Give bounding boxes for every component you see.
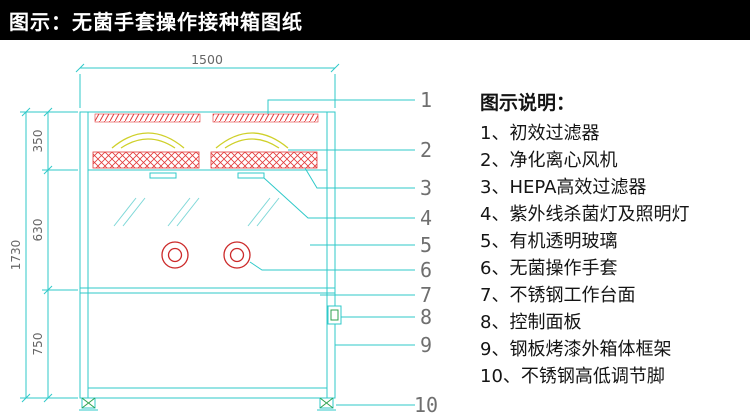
legend-item-7: 7、不锈钢工作台面 — [480, 285, 636, 306]
callout-1: 1 — [420, 88, 432, 112]
callout-10: 10 — [414, 393, 438, 417]
page-title: 图示：无菌手套操作接种箱图纸 — [9, 9, 303, 34]
adjustable-feet — [79, 397, 336, 411]
legend-item-10: 10、不锈钢高低调节脚 — [480, 366, 665, 387]
legend-item-5: 5、有机透明玻璃 — [480, 231, 618, 252]
legend: 图示说明： 1、初效过滤器 2、净化离心风机 3、HEPA高效过滤器 4、紫外线… — [480, 90, 689, 390]
legend-item-2: 2、净化离心风机 — [480, 150, 618, 171]
centrifugal-fan-icon — [111, 132, 289, 149]
callout-7: 7 — [420, 283, 432, 307]
glass-marks — [113, 197, 280, 227]
legend-item-4: 4、紫外线杀菌灯及照明灯 — [480, 204, 690, 225]
uv-lamp — [149, 172, 265, 179]
legend-item-3: 3、HEPA高效过滤器 — [480, 177, 647, 198]
glove-ports — [161, 241, 251, 269]
leader-lines — [249, 99, 415, 406]
dim-bottom-label: 750 — [31, 333, 45, 356]
legend-item-1: 1、初效过滤器 — [480, 123, 600, 144]
callout-4: 4 — [420, 206, 432, 230]
control-panel — [327, 305, 342, 325]
legend-item-6: 6、无菌操作手套 — [480, 258, 618, 279]
dim-total-label: 1730 — [9, 240, 23, 271]
callout-6: 6 — [420, 258, 432, 282]
cabinet-frame — [79, 111, 336, 399]
callout-5: 5 — [420, 233, 432, 257]
dim-top-label: 350 — [31, 130, 45, 153]
primary-filter — [94, 113, 319, 123]
legend-item-9: 9、钢板烤漆外箱体框架 — [480, 339, 672, 360]
hepa-filters — [92, 151, 318, 169]
callout-3: 3 — [420, 176, 432, 200]
legend-title: 图示说明： — [480, 92, 576, 114]
callout-8: 8 — [420, 305, 432, 329]
dim-middle-label: 630 — [31, 219, 45, 242]
title-bar: 图示：无菌手套操作接种箱图纸 — [0, 0, 750, 40]
dim-width-label: 1500 — [191, 52, 223, 67]
technical-drawing: 1500 350 630 750 1730 — [9, 52, 438, 417]
callout-2: 2 — [420, 138, 432, 162]
dimension-heights — [20, 107, 78, 403]
dimension-width — [75, 63, 340, 108]
legend-item-8: 8、控制面板 — [480, 312, 582, 333]
callout-9: 9 — [420, 333, 432, 357]
